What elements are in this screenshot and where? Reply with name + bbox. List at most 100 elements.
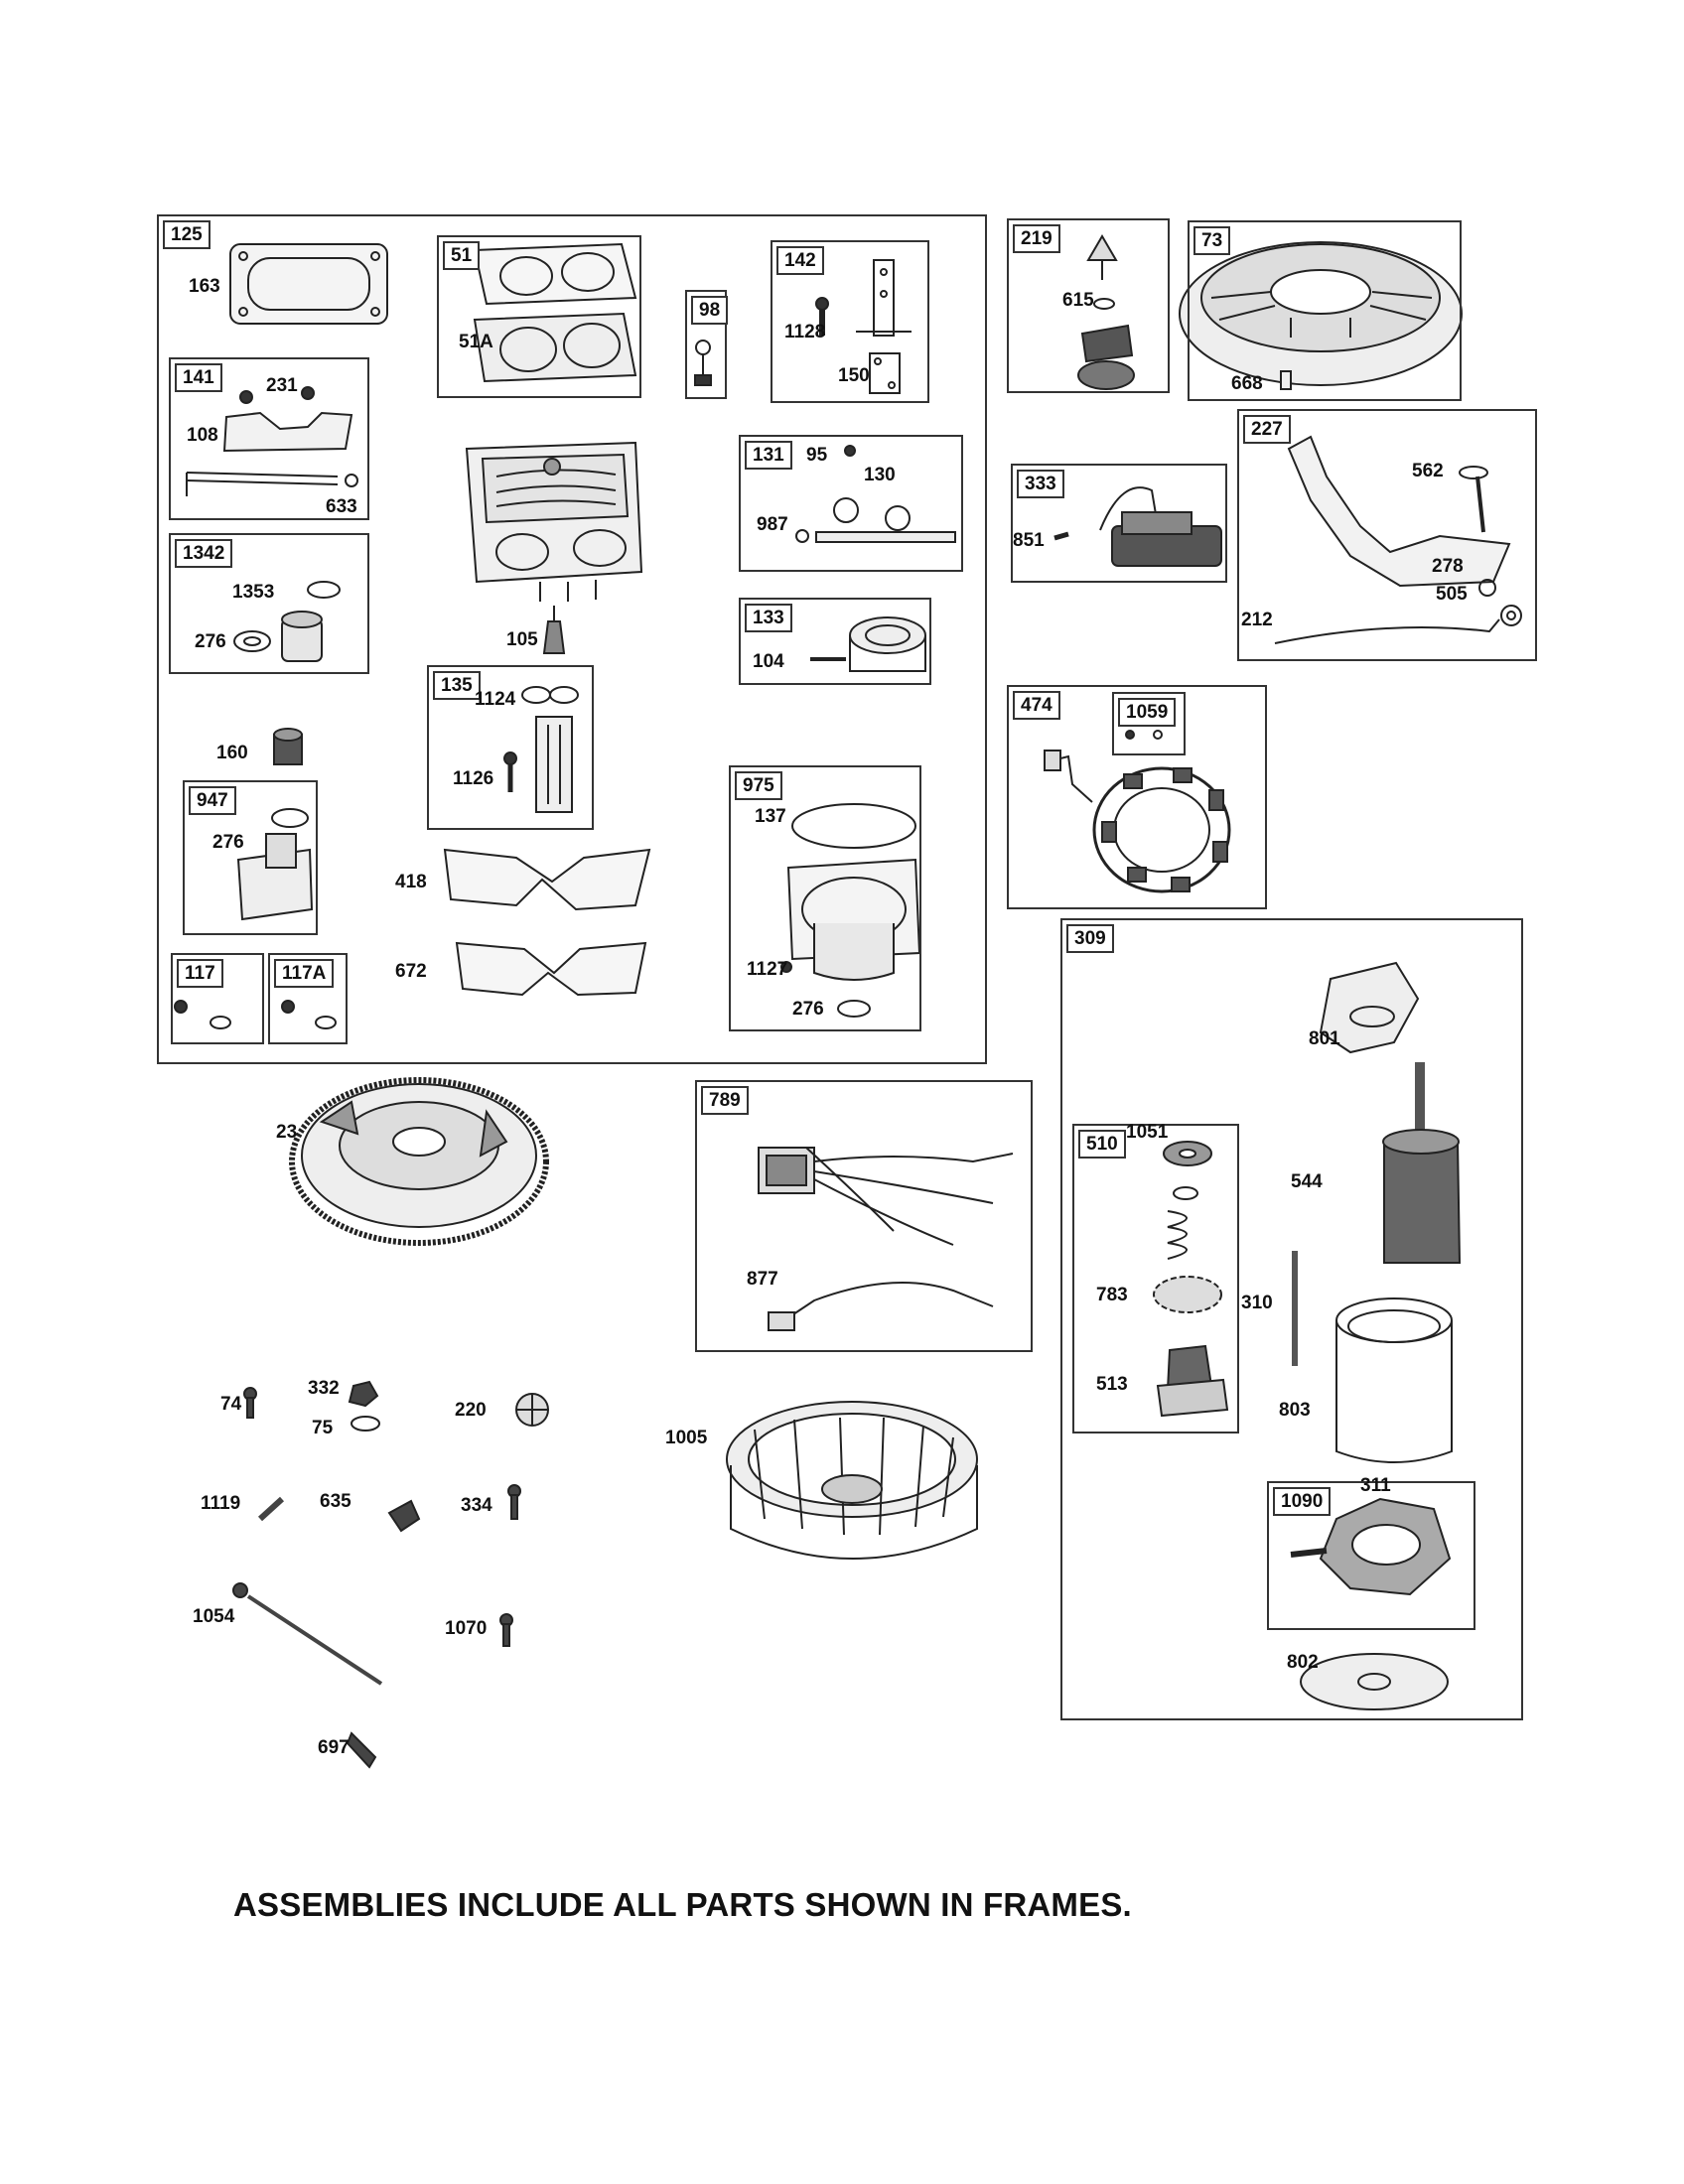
gasket-51-drawing	[475, 244, 635, 381]
gear-510-drawing	[1154, 1142, 1227, 1416]
part-1054: 1054	[193, 1606, 235, 1627]
frame-label-141: 141	[175, 363, 222, 392]
frame-117: 117	[171, 953, 264, 1044]
part-803: 803	[1279, 1400, 1311, 1421]
part-615: 615	[1062, 290, 1094, 311]
harness-789-drawing	[759, 1148, 1013, 1330]
frame-98: 98	[685, 290, 729, 399]
frame-219: 219	[1007, 218, 1170, 393]
screen-73-drawing	[1180, 242, 1462, 389]
part-1119: 1119	[201, 1493, 241, 1514]
frame-1342: 1342	[169, 533, 369, 674]
frame-1059: 1059	[1112, 692, 1186, 755]
assembly-947-drawing	[238, 809, 312, 919]
frame-label-333: 333	[1017, 470, 1064, 498]
frame-227: 227	[1237, 409, 1537, 661]
part-163: 163	[189, 276, 220, 297]
part-697: 697	[318, 1737, 350, 1758]
part-150: 150	[838, 365, 870, 386]
bracket-142-drawing	[816, 260, 912, 393]
part-95: 95	[806, 445, 828, 466]
frame-141: 141	[169, 357, 369, 520]
plate-141-drawing	[187, 387, 357, 496]
part-137: 137	[755, 806, 786, 827]
part-544: 544	[1291, 1171, 1323, 1192]
assemblies-note: ASSEMBLIES INCLUDE ALL PARTS SHOWN IN FR…	[233, 1886, 1132, 1923]
part-276-c: 276	[792, 999, 824, 1020]
frame-51: 51	[437, 235, 641, 398]
coil-333-drawing	[1054, 487, 1221, 566]
part-231: 231	[266, 375, 298, 396]
frame-975: 975	[729, 765, 921, 1031]
part-418: 418	[395, 872, 427, 892]
frame-309: 309	[1060, 918, 1523, 1720]
part-801: 801	[1309, 1028, 1340, 1049]
part-987: 987	[757, 514, 788, 535]
plate-131-drawing	[796, 446, 955, 542]
frame-73: 73	[1188, 220, 1462, 401]
hardware-drawing	[233, 1382, 548, 1767]
frame-label-789: 789	[701, 1086, 749, 1115]
part-276-b: 276	[212, 832, 244, 853]
part-160: 160	[216, 743, 248, 763]
pump-135-drawing	[504, 687, 578, 812]
frame-142: 142	[771, 240, 929, 403]
frame-label-947: 947	[189, 786, 236, 815]
fan-1005-drawing	[727, 1402, 977, 1559]
frame-label-142: 142	[776, 246, 824, 275]
part-332: 332	[308, 1378, 340, 1399]
frame-label-117a: 117A	[274, 959, 335, 988]
frame-1090: 1090	[1267, 1481, 1475, 1630]
frame-135: 135	[427, 665, 594, 830]
fittings-117-drawing	[175, 1001, 336, 1028]
frame-label-98: 98	[691, 296, 729, 325]
brush-plate-1090-drawing	[1291, 1499, 1450, 1709]
part-1005: 1005	[665, 1428, 708, 1448]
part-802: 802	[1287, 1652, 1319, 1673]
frame-333: 333	[1011, 464, 1227, 583]
frame-label-975: 975	[735, 771, 782, 800]
frame-label-309: 309	[1066, 924, 1114, 953]
part-513: 513	[1096, 1374, 1128, 1395]
part-74: 74	[220, 1394, 242, 1415]
gear-219-drawing	[1078, 236, 1134, 389]
part-668: 668	[1231, 373, 1263, 394]
valve-105-drawing	[544, 606, 564, 653]
frame-474: 474	[1007, 685, 1267, 909]
adapter-975-drawing	[781, 804, 919, 1017]
part-1128: 1128	[784, 322, 826, 342]
part-278: 278	[1432, 556, 1464, 577]
part-212: 212	[1241, 610, 1273, 630]
flywheel-23-drawing	[292, 1080, 546, 1243]
part-104: 104	[753, 651, 784, 672]
part-105: 105	[506, 629, 538, 650]
frame-label-219: 219	[1013, 224, 1060, 253]
seal-133-drawing	[810, 617, 925, 671]
frame-label-510: 510	[1078, 1130, 1126, 1159]
part-633: 633	[326, 496, 357, 517]
screw-98-drawing	[695, 341, 711, 385]
frame-label-1342: 1342	[175, 539, 233, 568]
frame-947: 947	[183, 780, 318, 935]
part-505: 505	[1436, 584, 1468, 605]
part-75: 75	[312, 1418, 334, 1438]
part-877: 877	[747, 1269, 778, 1290]
part-851: 851	[1013, 530, 1045, 551]
frame-label-73: 73	[1193, 226, 1231, 255]
part-220: 220	[455, 1400, 487, 1421]
part-783: 783	[1096, 1285, 1128, 1305]
part-310: 310	[1241, 1293, 1273, 1313]
frame-label-1090: 1090	[1273, 1487, 1332, 1516]
frame-label-135: 135	[433, 671, 481, 700]
part-635: 635	[320, 1491, 351, 1512]
part-1126: 1126	[453, 768, 494, 789]
frame-label-133: 133	[745, 604, 792, 632]
part-1124: 1124	[475, 689, 516, 710]
part-1051: 1051	[1126, 1122, 1169, 1143]
part-334: 334	[461, 1495, 492, 1516]
part-108: 108	[187, 425, 218, 446]
part-51a: 51A	[459, 332, 493, 352]
stator-474-drawing	[1045, 731, 1229, 891]
frame-label-1059: 1059	[1118, 698, 1177, 727]
frame-label-227: 227	[1243, 415, 1291, 444]
